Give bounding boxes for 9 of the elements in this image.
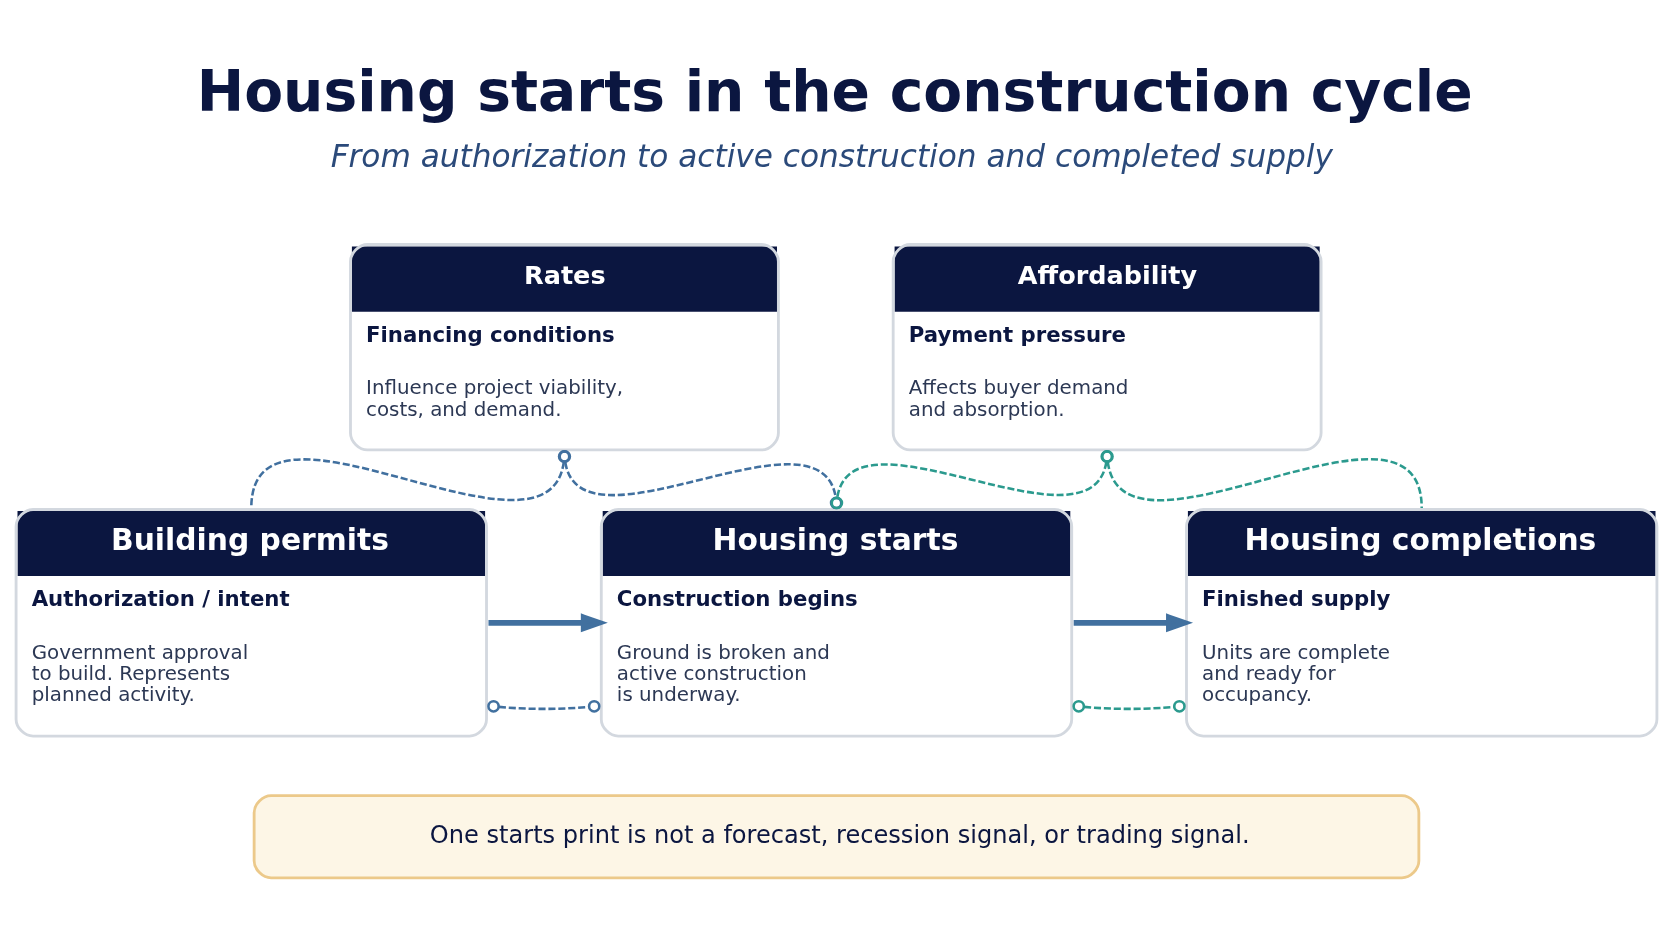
connector [829,450,1113,510]
connector [1071,699,1186,713]
arrow [1073,613,1193,633]
diagram-title: Housing starts in the construction cycle [196,58,1473,125]
connector [486,699,601,713]
connector [1100,450,1423,509]
arrow [487,613,608,633]
connector [557,450,843,510]
label: From authorization to active construction and completed supply [330,138,1333,175]
